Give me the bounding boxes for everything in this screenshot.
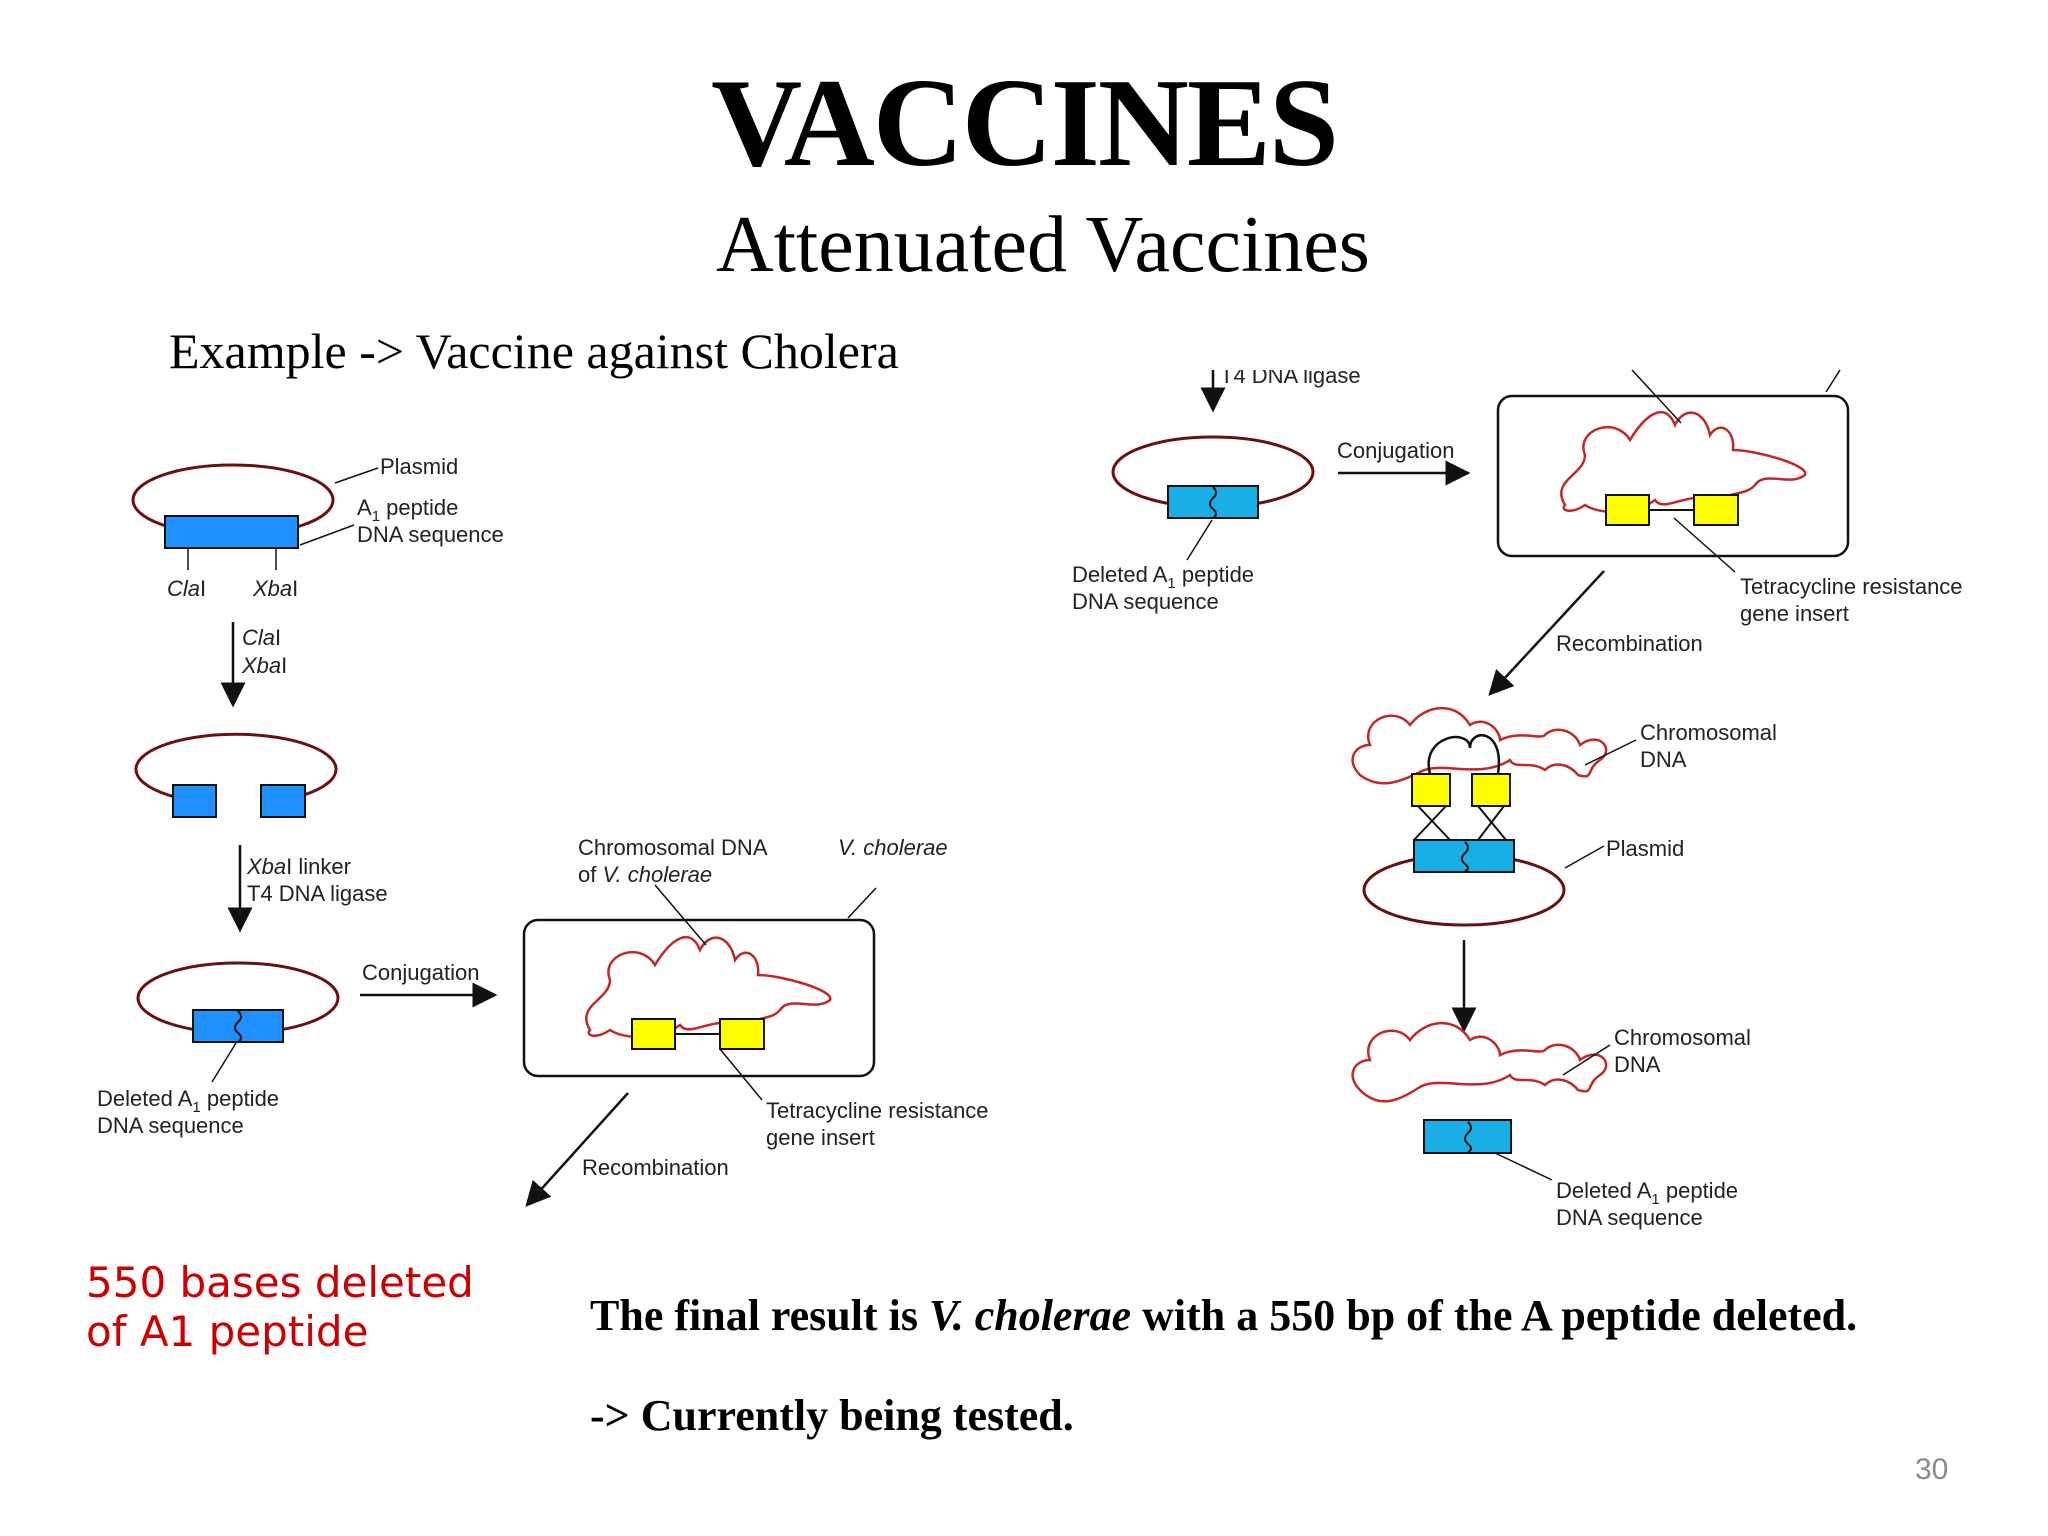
right-tetracycline-label: Tetracycline resistance: [1740, 574, 1963, 599]
tetracycline-label: Tetracycline resistance: [766, 1098, 989, 1123]
deletion-note: 550 bases deleted of A1 peptide: [86, 1258, 474, 1356]
right-deleted-dna-label: DNA sequence: [1072, 589, 1219, 614]
ligase-label: T4 DNA ligase: [247, 881, 388, 906]
testing-status: -> Currently being tested.: [590, 1391, 1074, 1440]
vcholerae-cell: [522, 918, 876, 1078]
right-vcholerae-cell: [1496, 394, 1850, 558]
recombination-label: Recombination: [582, 1155, 729, 1180]
conjugation-label: Conjugation: [362, 960, 479, 985]
slide-title: VACCINES: [711, 54, 1339, 193]
result-post: with a 550 bp of the A peptide deleted.: [1131, 1291, 1858, 1340]
tet-insert-left: [631, 1018, 676, 1050]
plasmid-deleted: Deleted A1 peptide DNA sequence: [97, 961, 340, 1138]
a1-peptide-label: A1 peptide: [357, 495, 458, 525]
right-conjugation-label: Conjugation: [1337, 438, 1454, 463]
right-plasmid-label: Plasmid: [1606, 836, 1684, 861]
final-deleted-dna-label: DNA sequence: [1556, 1205, 1703, 1230]
chromosomal-dna-label: Chromosomal DNA: [578, 835, 768, 860]
right-plasmid-deleted: Deleted A1 peptide DNA sequence: [1072, 435, 1315, 614]
digest-enzyme-xba: XbaI: [241, 653, 287, 678]
right-deleted-a1-label: Deleted A1 peptide: [1072, 562, 1254, 592]
right-recombination-label: Recombination: [1556, 631, 1703, 656]
chromosomal-dna-of-label: of V. cholerae: [578, 862, 712, 887]
vcholerae-label: V. cholerae: [838, 835, 948, 860]
gene-fragment-left: [172, 784, 217, 818]
slide-subtitle: Attenuated Vaccines: [716, 201, 1370, 289]
deletion-note-line1: 550 bases deleted: [86, 1258, 474, 1307]
right-chromosomal-label: Chromosomal: [1640, 720, 1777, 745]
right-arrow-recombination: [1488, 570, 1605, 696]
plasmid-cut: [134, 732, 338, 818]
deleted-a1-label: Deleted A1 peptide: [97, 1086, 279, 1116]
deletion-note-line2: of A1 peptide: [86, 1307, 369, 1356]
deleted-gene-block: [192, 1009, 284, 1043]
arrow-recombination: [525, 1092, 629, 1207]
gene-fragment-right: [260, 784, 306, 818]
cla-site-label: ClaI: [167, 576, 206, 601]
chromosome-loop: [585, 936, 832, 1039]
final-chromosome: [1351, 1021, 1608, 1154]
tet-insert-right: [719, 1018, 765, 1050]
example-heading: Example -> Vaccine against Cholera: [169, 323, 899, 379]
a1-dna-sequence-label: DNA sequence: [357, 522, 504, 547]
result-species: V. cholerae: [929, 1291, 1132, 1340]
page-number: 30: [1915, 1453, 1949, 1486]
right-chromosomal-dna-label: DNA: [1640, 747, 1687, 772]
result-statement: The final result is V. cholerae with a 5…: [590, 1290, 1857, 1341]
linker-label: XbaI linker: [246, 854, 351, 879]
result-pre: The final result is: [590, 1291, 930, 1340]
xba-site-label: XbaI: [252, 576, 298, 601]
a1-gene-block: [164, 515, 299, 549]
final-deleted-a1-label: Deleted A1 peptide: [1556, 1178, 1738, 1208]
final-chromosomal-dna-label: DNA: [1614, 1052, 1661, 1077]
tetracycline-gene-insert-label: gene insert: [766, 1125, 875, 1150]
ligase-cut-label: T4 DNA ligase: [1220, 363, 1361, 388]
deleted-dna-sequence-label: DNA sequence: [97, 1113, 244, 1138]
right-tetracycline-gene-label: gene insert: [1740, 601, 1849, 626]
recombination-event: [1351, 706, 1608, 927]
plasmid-intact: Plasmid A1 peptide DNA sequence ClaI Xba…: [131, 454, 504, 601]
digest-enzyme-cla: ClaI: [242, 625, 281, 650]
plasmid-label: Plasmid: [380, 454, 458, 479]
final-chromosomal-label: Chromosomal: [1614, 1025, 1751, 1050]
